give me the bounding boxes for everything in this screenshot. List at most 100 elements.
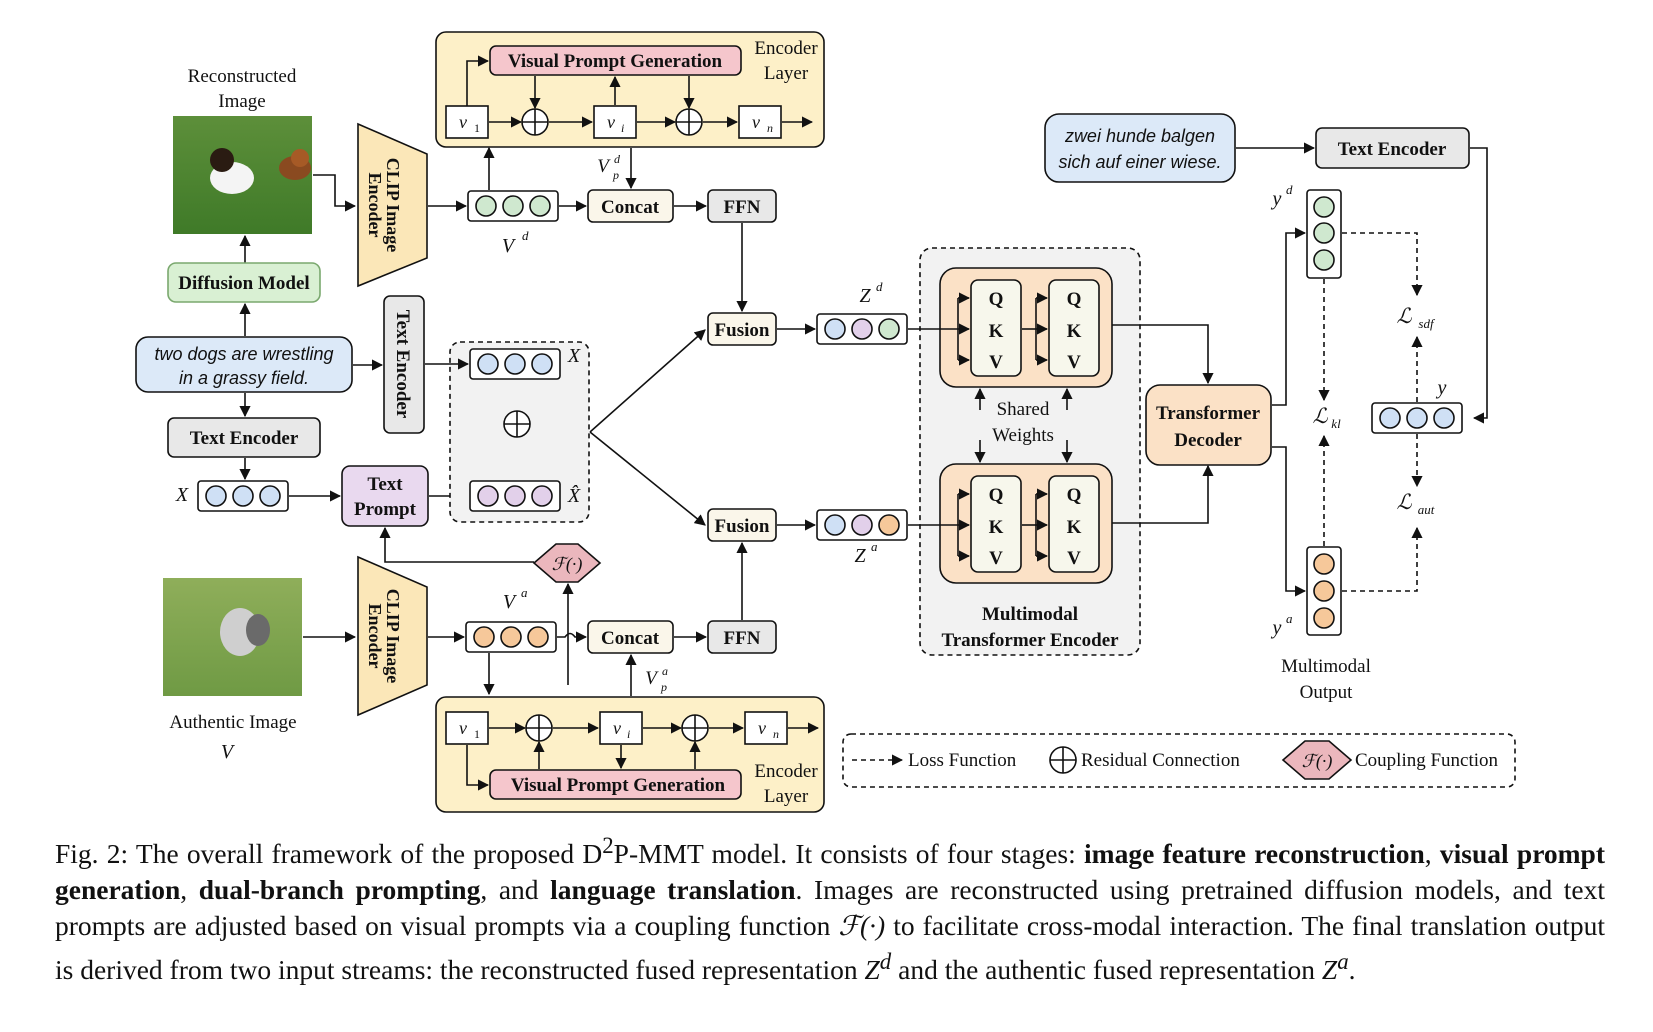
legend-coupling-function: ℱ(·) Coupling Function — [1281, 740, 1499, 780]
diffusion-model-box — [167, 262, 321, 303]
loss-aut-sub: aut — [1418, 502, 1435, 517]
clip-top-line1: CLIP Image — [383, 158, 403, 253]
residual-bottom-1 — [525, 714, 553, 742]
text-encoder-box-source — [167, 417, 321, 458]
mte-line2: Transformer Encoder — [941, 630, 1119, 651]
source-caption-bubble — [135, 336, 353, 393]
clip-bottom-line2: Encoder — [365, 604, 385, 669]
diffusion-model-label: Diffusion Model — [178, 273, 309, 294]
caption-coupling-function: ℱ(·) — [838, 910, 886, 942]
text-prompt-line1: Text — [367, 474, 403, 495]
ffn-bottom-label: FFN — [724, 628, 761, 649]
concat-top — [587, 189, 674, 223]
qkv-bottom-2 — [1048, 475, 1100, 573]
caption-text: to facilitate cross-modal interaction. T… — [55, 910, 1605, 986]
encoder-layer-top-line2: Layer — [764, 63, 809, 84]
v1-bottom-sub: 1 — [474, 727, 480, 741]
caption-superscript: 2 — [602, 833, 614, 858]
caption-stage-3: dual-branch prompting — [198, 874, 481, 906]
qkv-top-1 — [970, 279, 1022, 377]
token-v1-top — [445, 105, 489, 139]
var-vpd-sup: d — [614, 152, 621, 166]
vi-top-sub: i — [621, 121, 624, 135]
caption-stage-1: image feature reconstruction — [1084, 838, 1425, 870]
var-za-sup: a — [871, 539, 878, 554]
var-x-left: X — [175, 484, 189, 506]
visual-prompt-generation-bottom — [489, 769, 742, 800]
visual-prompt-generation-top — [489, 45, 742, 76]
var-xhat: X̂ — [567, 484, 581, 507]
residual-top-2 — [675, 108, 703, 136]
source-caption-line1: two dogs are wrestling — [154, 344, 333, 364]
loss-kl-sub: kl — [1331, 416, 1341, 431]
vn-top-sub: n — [767, 121, 773, 135]
figure-caption: Fig. 2: The overall framework of the pro… — [55, 828, 1605, 988]
concat-top-label: Concat — [601, 197, 660, 218]
shared-weights-line1: Shared — [997, 399, 1050, 420]
var-za: Z — [854, 545, 866, 567]
legend-loss-label: Loss Function — [908, 750, 1017, 771]
decoder-line1: Transformer — [1156, 403, 1261, 424]
var-vpd-sub: p — [612, 168, 619, 182]
caption-fig-number: Fig. 2: — [55, 838, 129, 870]
q-label: Q — [989, 289, 1004, 310]
source-caption-line2: in a grassy field. — [179, 368, 309, 388]
k-label: K — [989, 517, 1004, 538]
q-label: Q — [989, 485, 1004, 506]
multimodal-output-line2: Output — [1300, 682, 1354, 703]
coupling-function-symbol: ℱ(·) — [552, 554, 583, 575]
residual-add-icon — [503, 410, 531, 438]
loss-sdf-sub: sdf — [1418, 316, 1436, 331]
caption-za-sup: a — [1337, 949, 1349, 975]
clip-bottom-line1: CLIP Image — [383, 589, 403, 684]
q-label: Q — [1067, 485, 1082, 506]
var-yd: y — [1271, 188, 1282, 210]
v-label: V — [1067, 352, 1081, 373]
target-caption-bubble — [1044, 113, 1236, 183]
ffn-top — [707, 189, 777, 223]
var-x: X — [567, 345, 581, 367]
var-va: V — [503, 591, 518, 613]
var-yd-sup: d — [1286, 182, 1293, 197]
caption-text: P-MMT model. It consists of four stages: — [613, 838, 1085, 870]
reconstructed-label-line1: Reconstructed — [188, 66, 297, 87]
ffn-bottom — [707, 620, 777, 654]
text-encoder-source-label: Text Encoder — [190, 428, 299, 449]
caption-text: . — [1348, 954, 1356, 986]
vn-bottom: v — [758, 718, 766, 738]
reconstructed-image — [173, 116, 312, 234]
var-ya-sup: a — [1286, 611, 1293, 626]
transformer-decoder — [1145, 384, 1272, 466]
token-v1-bottom — [445, 711, 489, 745]
legend-residual-connection: Residual Connection — [1049, 746, 1240, 774]
var-vd-sup: d — [522, 228, 529, 243]
loss-aut-symbol: ℒ — [1396, 490, 1412, 514]
text-encoder-box-vertical — [383, 295, 425, 434]
text-prompt-line2: Prompt — [354, 499, 417, 520]
q-label: Q — [1067, 289, 1082, 310]
decoder-line2: Decoder — [1174, 430, 1242, 451]
residual-top-1 — [521, 108, 549, 136]
legend-coupling-symbol: ℱ(·) — [1302, 751, 1333, 772]
clip-encoder-top — [357, 122, 428, 288]
caption-text: The overall framework of the proposed D — [128, 838, 603, 870]
encoder-layer-bottom-line2: Layer — [764, 786, 809, 807]
token-vi-top — [593, 105, 637, 139]
vi-bottom: v — [613, 718, 621, 738]
k-label: K — [1067, 517, 1082, 538]
text-encoder-target-label: Text Encoder — [1338, 139, 1447, 160]
concat-bottom — [587, 620, 674, 654]
var-va-sup: a — [521, 585, 528, 600]
legend-loss-function: Loss Function — [852, 750, 1017, 771]
var-vpd: V — [597, 156, 611, 177]
encoder-layer-top-line1: Encoder — [754, 38, 818, 59]
caption-text: , — [1424, 838, 1440, 870]
k-label: K — [989, 321, 1004, 342]
text-encoder-vertical-label: Text Encoder — [392, 310, 413, 419]
var-vd: V — [502, 235, 517, 257]
caption-stage-4: language translation — [550, 874, 796, 906]
var-vpa: V — [645, 668, 659, 689]
v1-top-sub: 1 — [474, 121, 480, 135]
loss-kl: ℒ kl — [1312, 404, 1341, 431]
v1-top: v — [459, 112, 467, 132]
